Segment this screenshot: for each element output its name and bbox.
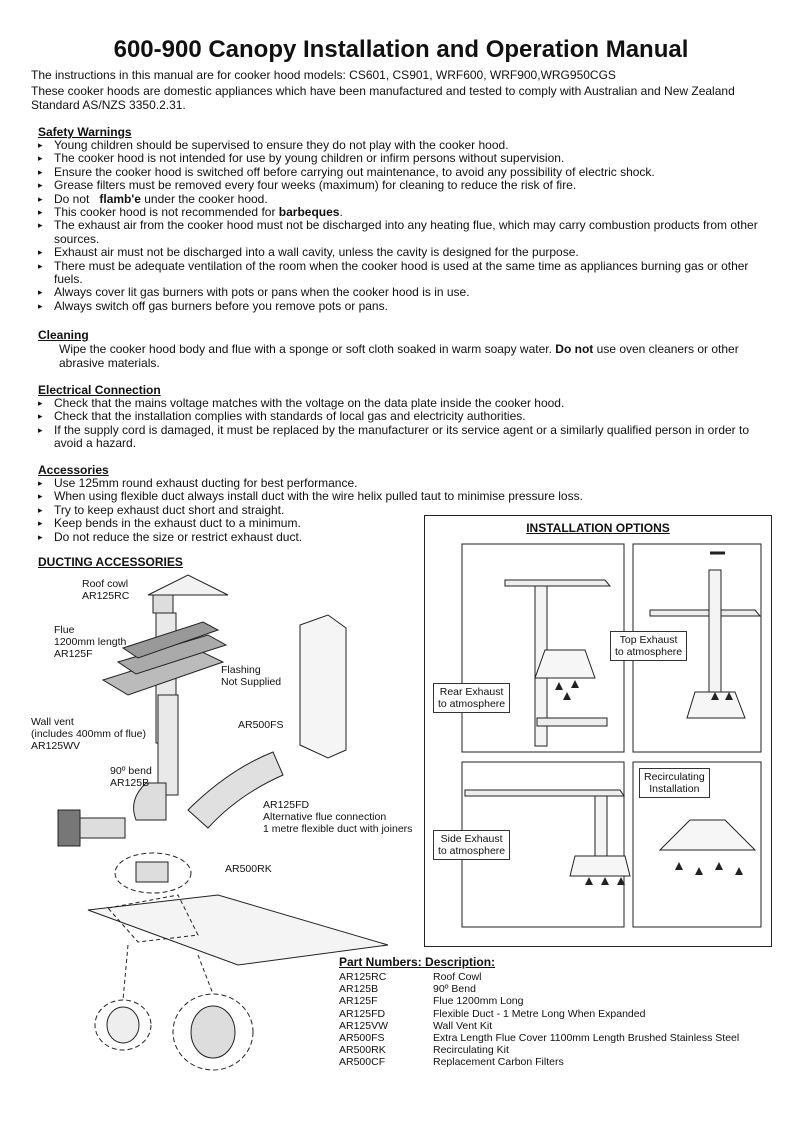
recirc-kit-icon	[114, 852, 192, 894]
electrical-heading: Electrical Connection	[38, 383, 161, 397]
label-flex-duct: AR125FD Alternative flue connection 1 me…	[263, 799, 413, 835]
intro-models: The instructions in this manual are for …	[31, 68, 616, 82]
cleaning-heading: Cleaning	[38, 328, 89, 342]
wall-vent-icon	[57, 809, 81, 847]
label-recirculating: Recirculating Installation	[639, 768, 710, 798]
label-top-exhaust: Top Exhaust to atmosphere	[610, 631, 688, 661]
list-item: If the supply cord is damaged, it must b…	[38, 423, 758, 451]
label-rear-exhaust: Rear Exhaust to atmosphere	[433, 683, 511, 713]
label-side-exhaust: Side Exhaust to atmosphere	[433, 830, 511, 860]
safety-heading: Safety Warnings	[38, 125, 132, 139]
list-item: Use 125mm round exhaust ducting for best…	[38, 476, 598, 491]
list-item: Check that the mains voltage matches wit…	[38, 396, 758, 411]
ducting-diagram	[57, 574, 389, 1071]
installation-heading: INSTALLATION OPTIONS	[526, 521, 670, 535]
list-item: Always switch off gas burners before you…	[38, 299, 758, 314]
label-roof-cowl: Roof cowl AR125RC	[82, 578, 130, 602]
list-item: Check that the installation complies wit…	[38, 409, 758, 424]
list-item: This cooker hood is not recommended for …	[38, 205, 758, 220]
list-item: Exhaust air must not be discharged into …	[38, 245, 758, 260]
carbon-filter-icon	[172, 993, 254, 1071]
list-item: Young children should be supervised to e…	[38, 138, 758, 153]
label-flue: Flue 1200mm length AR125F	[54, 624, 127, 660]
list-item: The cooker hood is not intended for use …	[38, 151, 758, 166]
roof-cowl-icon	[147, 574, 229, 596]
safety-list: Young children should be supervised to e…	[38, 138, 758, 314]
list-item: Do not flamb'e under the cooker hood.	[38, 192, 758, 207]
flexible-duct-icon	[187, 751, 284, 829]
installation-options-panel: INSTALLATION OPTIONS	[424, 515, 772, 947]
list-item: Keep bends in the exhaust duct to a mini…	[38, 516, 598, 531]
list-item: Ensure the cooker hood is switched off b…	[38, 165, 758, 180]
installation-diagram	[461, 543, 762, 928]
ducting-heading: DUCTING ACCESSORIES	[38, 555, 183, 569]
list-item: The exhaust air from the cooker hood mus…	[38, 219, 758, 246]
list-item: Grease filters must be removed every fou…	[38, 178, 758, 193]
label-flashing: Flashing Not Supplied	[221, 664, 282, 688]
page-title: 600-900 Canopy Installation and Operatio…	[113, 36, 689, 63]
cleaning-text: Wipe the cooker hood body and flue with …	[59, 342, 739, 370]
list-item: When using flexible duct always install …	[38, 489, 598, 504]
recirculating-panel	[632, 761, 762, 928]
list-item: Do not reduce the size or restrict exhau…	[38, 530, 598, 545]
accessories-list: Use 125mm round exhaust ducting for best…	[38, 476, 598, 545]
label-ar500fs: AR500FS	[238, 719, 284, 731]
label-ar500rk: AR500RK	[225, 863, 272, 875]
list-item: There must be adequate ventilation of th…	[38, 259, 758, 287]
label-wall-vent: Wall vent (includes 400mm of flue) AR125…	[31, 716, 146, 752]
electrical-list: Check that the mains voltage matches wit…	[38, 396, 758, 451]
label-bend: 90º bend AR125B	[110, 765, 152, 789]
accessories-heading: Accessories	[38, 463, 109, 477]
intro-standards: These cooker hoods are domestic applianc…	[31, 84, 735, 112]
parts-heading: Part Numbers: Description:	[339, 955, 496, 969]
list-item: Try to keep exhaust duct short and strai…	[38, 503, 598, 518]
filter-icon	[94, 999, 152, 1051]
bend-icon	[133, 782, 167, 821]
flue-cover-icon	[299, 614, 347, 759]
hood-icon	[87, 894, 389, 966]
list-item: Always cover lit gas burners with pots o…	[38, 286, 758, 301]
